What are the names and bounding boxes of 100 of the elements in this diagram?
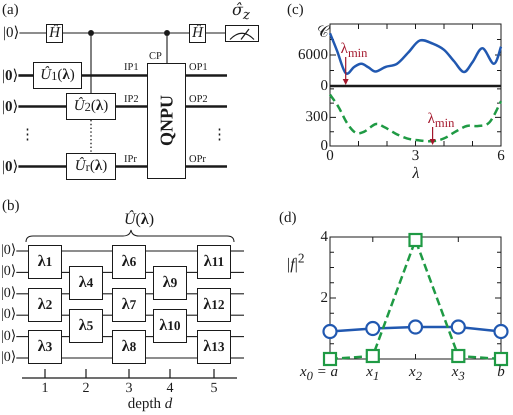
wire	[231, 357, 244, 359]
tick-label: x$_{0}$ = a	[300, 364, 338, 380]
wire	[82, 74, 147, 77]
wire	[186, 165, 227, 168]
wire	[16, 250, 28, 252]
wire	[62, 357, 112, 359]
wire	[62, 293, 69, 294]
port-label: OP2	[189, 94, 208, 106]
wire	[231, 336, 244, 338]
tick-label: b	[497, 364, 505, 380]
wire	[187, 314, 197, 316]
wire	[231, 314, 244, 316]
wire	[103, 336, 112, 338]
wire	[16, 357, 28, 359]
wire	[116, 105, 147, 108]
wire	[146, 272, 153, 273]
wire	[187, 293, 197, 294]
tick-label: 3	[412, 148, 420, 164]
ket-label: |0⟩	[1, 264, 16, 280]
tick-label: 6000	[298, 46, 328, 64]
ket-label: |0⟩	[1, 350, 16, 366]
panel-label: (b)	[2, 198, 20, 214]
processor-box: QNPU	[147, 63, 186, 179]
axis-label: depth d	[128, 396, 172, 412]
tick-label: 300	[306, 109, 328, 126]
tick-label: 5	[210, 381, 218, 396]
annotation-label: λ$_{min}$	[340, 41, 368, 58]
wire	[186, 105, 227, 108]
wire	[231, 293, 244, 294]
ket-label: |0⟩	[1, 328, 16, 345]
wire	[231, 250, 244, 252]
wire	[18, 74, 33, 77]
wire	[186, 74, 227, 77]
wire	[187, 272, 197, 273]
axis-label: 𝒞	[317, 24, 329, 42]
tick-label: x$_{1}$	[366, 364, 380, 380]
wire	[103, 293, 112, 294]
wire	[187, 336, 197, 338]
vertical-ellipsis: ⋮	[212, 127, 227, 144]
ket-label: |0⟩	[2, 66, 18, 84]
tick-label: x$_{2}$	[409, 364, 422, 380]
tick-label: 4	[166, 381, 174, 396]
wire	[231, 272, 244, 273]
panel-label: (c)	[287, 2, 304, 18]
port-label: CP	[149, 51, 162, 63]
annotation-label: λ$_{min}$	[428, 111, 454, 128]
wire	[103, 272, 112, 273]
operator-label: Û(λ)	[124, 211, 154, 229]
wire	[116, 165, 147, 168]
control-line	[90, 36, 92, 93]
wire	[16, 314, 28, 316]
wire	[16, 336, 28, 338]
wire	[170, 32, 189, 34]
tick-label: 3	[126, 381, 132, 396]
tick-label: 0	[326, 148, 334, 164]
wire	[146, 314, 153, 316]
wire	[62, 314, 69, 316]
wire	[146, 293, 153, 294]
wire	[62, 336, 69, 338]
wire	[146, 250, 197, 252]
wire	[18, 105, 66, 108]
vertical-ellipsis: ⋮	[20, 127, 35, 144]
wire	[16, 272, 28, 273]
ket-label: |0⟩	[2, 158, 18, 176]
ket-label: |0⟩	[2, 98, 18, 116]
tick-label: 2	[82, 381, 90, 396]
tick-label: 6	[497, 148, 505, 164]
wire	[146, 357, 197, 359]
tick-label: x$_{3}$	[452, 364, 465, 380]
wire	[19, 32, 46, 34]
control-dot	[88, 30, 94, 36]
tick-label: 0	[320, 78, 328, 94]
control-line	[90, 120, 92, 153]
axis-label: λ	[412, 165, 420, 183]
hadamard-gate: Ĥ	[46, 24, 63, 43]
wire	[62, 250, 112, 252]
port-label: OP1	[189, 62, 208, 74]
panel-label: (d)	[279, 210, 296, 226]
ket-label: |0⟩	[1, 286, 16, 302]
tick-label: 4	[320, 228, 328, 246]
wire	[63, 32, 88, 34]
wire	[146, 336, 153, 338]
tick-label: 0	[320, 138, 328, 154]
port-label: IPr	[124, 154, 137, 166]
wire	[206, 32, 225, 34]
axis-label: |f|$^{2}$	[287, 256, 305, 274]
wire	[94, 32, 164, 34]
ket-label: |0⟩	[3, 24, 20, 42]
control-dot	[164, 30, 170, 36]
control-line	[166, 36, 168, 63]
wire	[18, 165, 66, 168]
panel-label: (a)	[2, 2, 19, 18]
wire	[62, 272, 69, 273]
tick-label: 2	[320, 290, 328, 306]
tick-label: 1	[42, 381, 48, 396]
port-label: OPr	[189, 154, 206, 166]
operator-label: σ̂$_{z}$	[232, 1, 250, 19]
hadamard-gate: Ĥ	[189, 24, 206, 43]
ket-label: |0⟩	[1, 307, 16, 324]
measurement-box	[225, 25, 259, 42]
